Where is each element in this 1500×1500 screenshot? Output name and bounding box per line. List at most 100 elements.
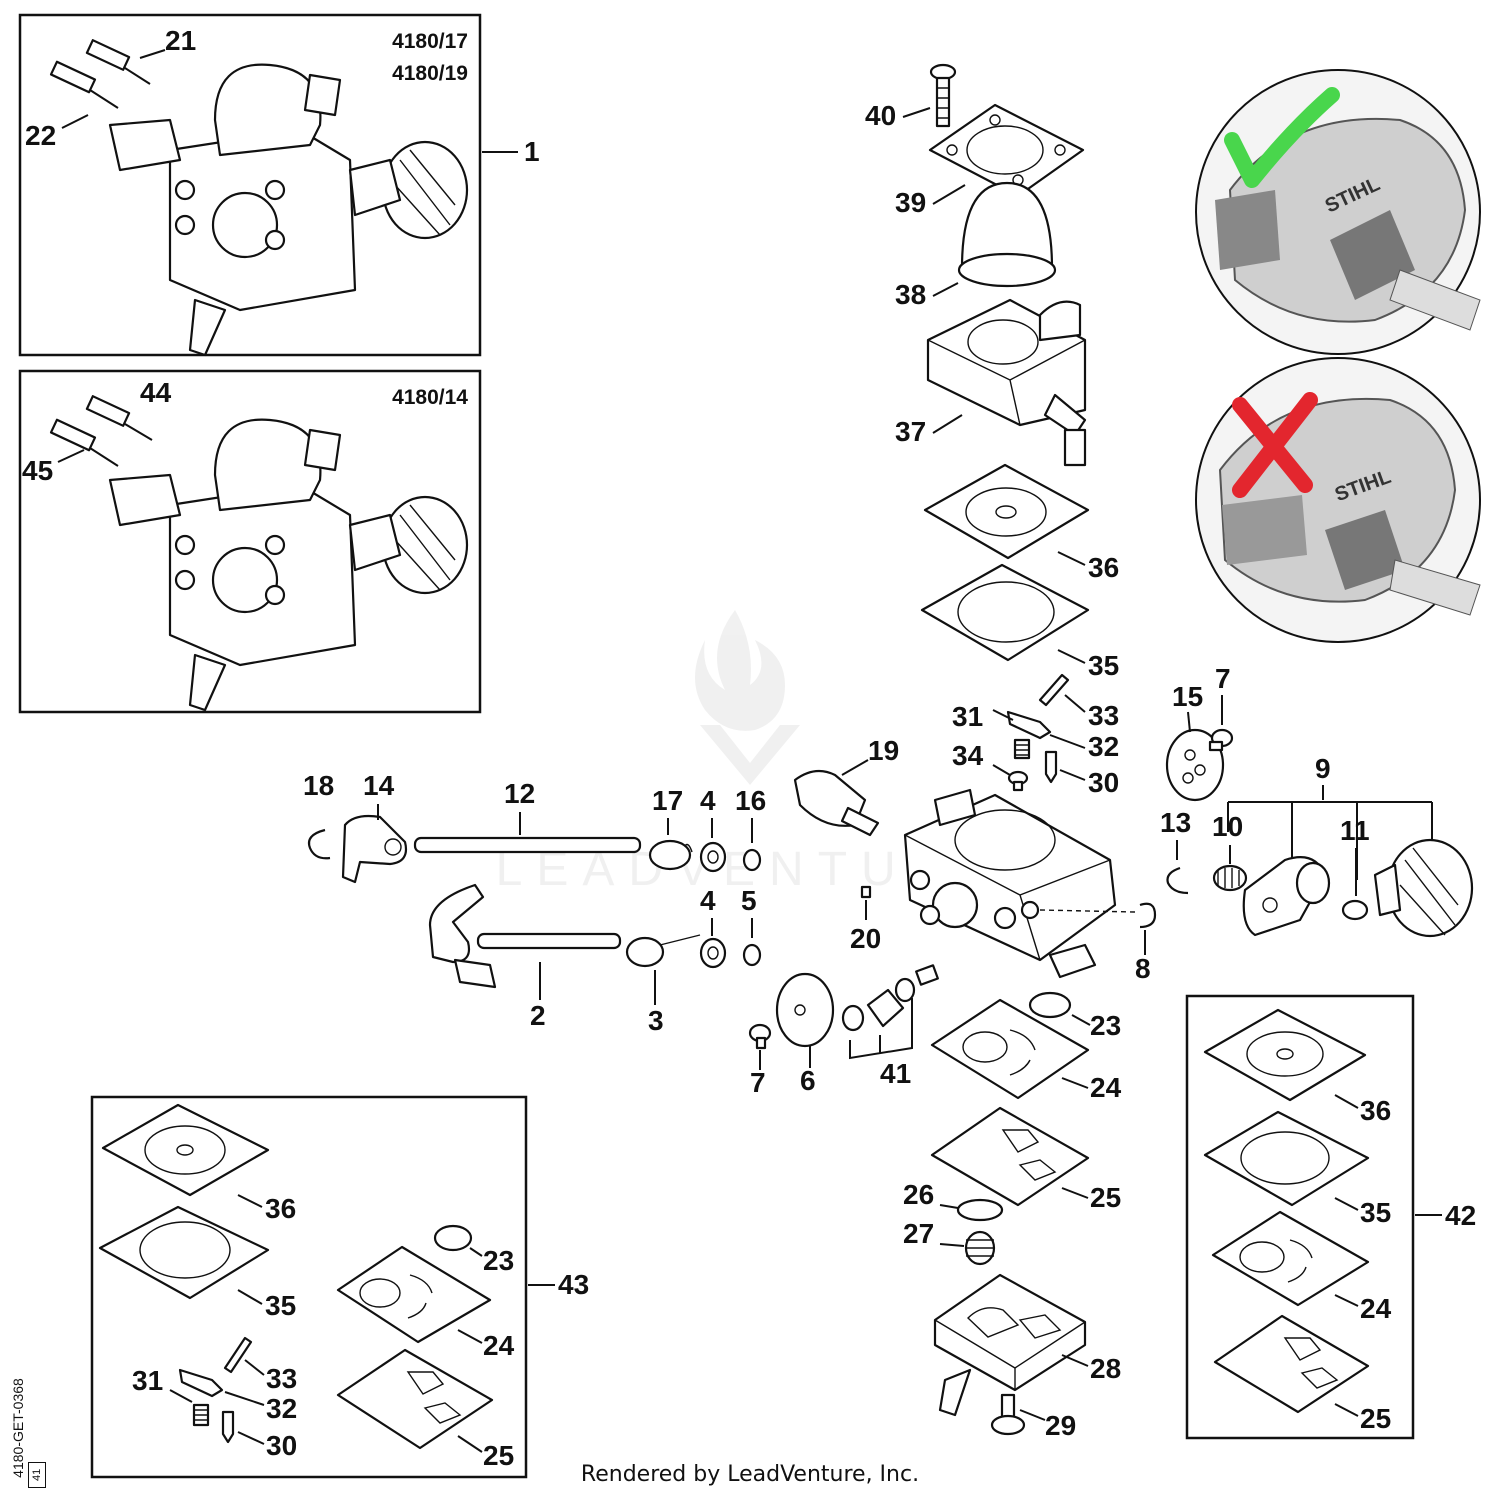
kit43-spring-31 <box>192 1403 210 1427</box>
callout-12: 12 <box>504 778 535 809</box>
part-3-spring <box>625 934 701 968</box>
kit43-callout-30: 30 <box>266 1430 297 1461</box>
part-25-gasket <box>930 1106 1090 1207</box>
part-19-throttle-nozzle <box>793 769 880 837</box>
adjusting-screw-44 <box>85 395 153 441</box>
callout-34: 34 <box>952 740 984 771</box>
kit43-gasket-35 <box>98 1205 270 1300</box>
part-code-4180-14: 4180/14 <box>392 386 468 409</box>
callout-45: 45 <box>22 455 53 486</box>
callout-43: 43 <box>558 1269 589 1300</box>
callout-21: 21 <box>165 25 196 56</box>
callout-16: 16 <box>735 785 766 816</box>
part-10-spring <box>1212 864 1248 892</box>
kit43-needle-30 <box>221 1410 235 1444</box>
callout-40: 40 <box>865 100 896 131</box>
kit43-callout-32: 32 <box>266 1393 297 1424</box>
carburetor-assembly-4180-14 <box>108 418 469 712</box>
part-7-screw-left <box>748 1023 772 1050</box>
callout-39: 39 <box>895 187 926 218</box>
callout-2: 2 <box>530 1000 546 1031</box>
inset-carburetor-4180-14: 4180/14 44 45 <box>18 369 482 714</box>
part-13-clip <box>1166 866 1189 895</box>
check-mark-icon <box>1224 87 1340 188</box>
callout-37: 37 <box>895 416 926 447</box>
part-32-lever <box>1006 710 1052 740</box>
callout-7a: 7 <box>1215 663 1231 694</box>
part-11-screw <box>1341 899 1369 921</box>
callout-4b: 4 <box>700 885 716 916</box>
adjusting-screw-45 <box>49 418 119 467</box>
part-16-ring <box>742 848 762 872</box>
part-17-spring <box>648 839 693 871</box>
kit42-callout-35: 35 <box>1360 1197 1391 1228</box>
callout-44: 44 <box>140 377 172 408</box>
callout-5: 5 <box>741 885 757 916</box>
part-39-cover-plate <box>928 103 1085 198</box>
part-code-4180-17: 4180/17 <box>392 30 468 53</box>
kit42-gasket-25 <box>1213 1314 1370 1414</box>
callout-36: 36 <box>1088 552 1119 583</box>
callout-8: 8 <box>1135 953 1151 984</box>
leader-9 <box>1227 785 1433 880</box>
callout-24: 24 <box>1090 1072 1122 1103</box>
callout-42: 42 <box>1445 1200 1476 1231</box>
part-7-screw-right <box>1208 728 1234 752</box>
callout-32: 32 <box>1088 731 1119 762</box>
callout-31: 31 <box>952 701 983 732</box>
callout-30: 30 <box>1088 767 1119 798</box>
part-33-pin <box>1038 673 1070 707</box>
part-35-gasket <box>920 563 1090 662</box>
callout-14: 14 <box>363 770 395 801</box>
kit43-gasket-25 <box>336 1348 494 1450</box>
callout-35: 35 <box>1088 650 1119 681</box>
kit43-callout-25: 25 <box>483 1440 514 1471</box>
callout-19: 19 <box>868 735 899 766</box>
part-14-lever <box>341 814 408 884</box>
callout-25: 25 <box>1090 1182 1121 1213</box>
kit43-plug-23 <box>433 1224 473 1252</box>
carburetor-body <box>903 788 1136 979</box>
part-4-washer-b <box>699 937 727 969</box>
callout-29: 29 <box>1045 1410 1076 1441</box>
part-4-washer-a <box>699 841 727 873</box>
part-20-pin <box>860 885 872 899</box>
callout-4a: 4 <box>700 785 716 816</box>
kit42-callout-24: 24 <box>1360 1293 1392 1324</box>
cross-mark-icon <box>1232 392 1318 498</box>
kit43-callout-36: 36 <box>265 1193 296 1224</box>
part-2-throttle-shaft <box>428 883 622 989</box>
part-6-disc <box>775 972 835 1048</box>
kit43-pin-33 <box>223 1336 253 1374</box>
callout-20: 20 <box>850 923 881 954</box>
callout-41: 41 <box>880 1058 911 1089</box>
rendered-by-footer: Rendered by LeadVenture, Inc. <box>580 1462 920 1487</box>
callout-11: 11 <box>1340 815 1370 846</box>
callout-3: 3 <box>648 1005 664 1036</box>
part-choke-knob <box>1373 838 1474 938</box>
kit43-gasket-24 <box>336 1245 492 1344</box>
part-41-valve-set <box>841 964 939 1032</box>
kit42-callout-36: 36 <box>1360 1095 1391 1126</box>
callout-9: 9 <box>1315 753 1331 784</box>
callout-33: 33 <box>1088 700 1119 731</box>
kit43-lever-32 <box>178 1368 224 1398</box>
kit43-callout-35: 35 <box>265 1290 296 1321</box>
engine-photo-correct: STIHL <box>1195 69 1481 355</box>
part-30-needle <box>1044 750 1058 784</box>
callout-13: 13 <box>1160 807 1191 838</box>
callout-17: 17 <box>652 785 683 816</box>
kit43-callout-24: 24 <box>483 1330 515 1361</box>
part-18-clip <box>307 828 331 860</box>
inset-kit-42: 36 35 24 25 <box>1185 994 1415 1440</box>
part-31-spring <box>1013 738 1031 760</box>
callout-10: 10 <box>1212 811 1243 842</box>
part-24-gasket <box>930 998 1090 1100</box>
inset-carburetor-4180-17: 4180/17 4180/19 21 22 <box>18 13 482 357</box>
inset-kit-43: 36 35 23 24 33 32 31 <box>90 1095 528 1479</box>
kit43-callout-31: 31 <box>132 1365 163 1396</box>
kit42-gasket-24 <box>1211 1210 1370 1307</box>
kit43-diaphragm-36 <box>101 1103 270 1197</box>
part-36-diaphragm <box>923 463 1090 560</box>
kit42-diaphragm-36 <box>1203 1008 1367 1102</box>
